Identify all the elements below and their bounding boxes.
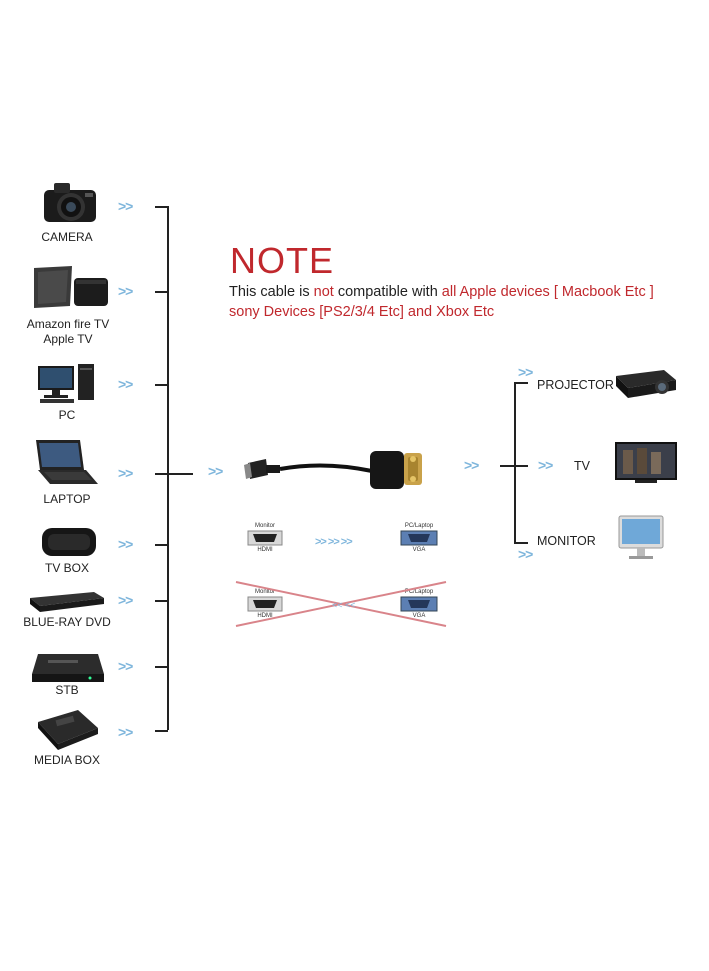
note-line1-a: This cable is — [229, 284, 314, 300]
right-tick-monitor — [514, 542, 528, 544]
source-mediabox — [34, 708, 104, 752]
invalid-hdmi-port: Monitor HDMI — [247, 588, 283, 620]
left-bracket-output — [167, 473, 193, 475]
arrow-out-of-cable: >> — [464, 457, 479, 473]
output-tv — [613, 440, 679, 486]
tv-icon — [615, 442, 677, 483]
valid-hdmi-port: Monitor HDMI — [247, 522, 283, 554]
source-label-streaming-line1: Amazon fire TV — [26, 317, 110, 331]
output-monitor — [617, 514, 665, 562]
desktop-pc-icon — [38, 364, 94, 403]
streaming-box-icon — [34, 266, 108, 308]
cable-icon — [244, 451, 422, 489]
note-line1-not: not — [313, 284, 334, 300]
invalid-cross-mark: << << — [234, 578, 448, 630]
valid-hdmi-caption-bottom: HDMI — [257, 547, 273, 553]
right-tick-projector — [514, 382, 528, 384]
media-box-icon — [38, 710, 98, 750]
arrow-pc: >> — [118, 376, 133, 392]
vga-port-icon — [400, 530, 438, 546]
arrow-tv: >> — [538, 457, 553, 473]
source-label-laptop: LAPTOP — [43, 492, 91, 506]
note-title: NOTE — [230, 240, 335, 281]
cross-out-icon: << << — [235, 581, 447, 627]
arrow-tvbox: >> — [118, 536, 133, 552]
output-label-projector: PROJECTOR — [537, 378, 614, 392]
right-bracket-input — [500, 465, 514, 467]
svg-text:<< <<: << << — [332, 600, 356, 610]
projector-icon — [616, 370, 676, 398]
source-label-camera: CAMERA — [41, 230, 93, 244]
invalid-vga-caption-top: PC/Laptop — [404, 589, 434, 595]
note-line-1: This cable is not compatible with all Ap… — [229, 284, 654, 300]
source-label-mediabox: MEDIA BOX — [33, 753, 101, 767]
vga-port-icon — [400, 596, 438, 612]
laptop-icon — [36, 440, 98, 484]
invalid-vga-caption-bottom: VGA — [412, 613, 426, 619]
monitor-icon — [618, 515, 664, 559]
left-tick-streaming — [155, 291, 168, 293]
left-tick-camera — [155, 206, 168, 208]
left-tick-dvd — [155, 600, 168, 602]
source-label-dvd: BLUE-RAY DVD — [23, 615, 111, 629]
source-label-tvbox: TV BOX — [44, 561, 89, 575]
output-projector — [612, 364, 678, 404]
output-label-tv: TV — [574, 459, 590, 473]
arrow-camera: >> — [118, 198, 133, 214]
hdmi-port-icon — [247, 596, 283, 612]
arrow-projector-top: >> — [518, 364, 533, 380]
left-tick-mediabox — [155, 730, 168, 732]
left-bracket-spine — [167, 206, 169, 730]
source-pc — [36, 362, 106, 404]
arrow-monitor-bottom: >> — [518, 546, 533, 562]
arrow-valid-direction: >> >> >> — [315, 536, 353, 548]
set-top-box-icon — [32, 654, 104, 682]
arrow-mediabox: >> — [118, 724, 133, 740]
arrow-into-cable: >> — [208, 463, 223, 479]
invalid-vga-port: PC/Laptop VGA — [400, 588, 438, 620]
source-camera — [40, 178, 110, 228]
camera-icon — [44, 183, 96, 222]
arrow-laptop: >> — [118, 465, 133, 481]
left-tick-laptop — [155, 473, 168, 475]
source-laptop — [30, 438, 102, 488]
invalid-hdmi-caption-top: Monitor — [254, 589, 275, 595]
source-label-stb: STB — [55, 683, 79, 697]
tv-box-icon — [42, 528, 96, 556]
arrow-streaming: >> — [118, 283, 133, 299]
left-tick-stb — [155, 666, 168, 668]
hdmi-port-icon — [247, 530, 283, 546]
note-line1-c: compatible with — [333, 284, 442, 300]
source-tvbox — [40, 524, 100, 560]
note-line1-apple: all Apple devices [ Macbook Etc ] — [441, 284, 654, 300]
left-tick-pc — [155, 384, 168, 386]
source-label-streaming: Amazon fire TV Apple TV — [8, 317, 128, 347]
arrow-dvd: >> — [118, 592, 133, 608]
output-label-monitor: MONITOR — [537, 534, 596, 548]
right-bracket-spine — [514, 382, 516, 543]
note-line-2: sony Devices [PS2/3/4 Etc] and Xbox Etc — [229, 304, 495, 320]
left-tick-tvbox — [155, 544, 168, 546]
source-label-pc: PC — [58, 408, 76, 422]
valid-vga-port: PC/Laptop VGA — [400, 522, 438, 554]
source-label-streaming-line2: Apple TV — [43, 332, 93, 346]
source-streaming — [32, 264, 112, 310]
source-dvd — [28, 588, 108, 614]
valid-vga-caption-top: PC/Laptop — [404, 523, 434, 529]
invalid-hdmi-caption-bottom: HDMI — [257, 613, 273, 619]
valid-hdmi-caption-top: Monitor — [254, 523, 275, 529]
valid-vga-caption-bottom: VGA — [412, 547, 426, 553]
right-tick-tv — [514, 465, 528, 467]
arrow-stb: >> — [118, 658, 133, 674]
hdmi-to-vga-cable — [244, 447, 440, 493]
dvd-player-icon — [30, 592, 104, 612]
source-stb — [28, 652, 108, 684]
